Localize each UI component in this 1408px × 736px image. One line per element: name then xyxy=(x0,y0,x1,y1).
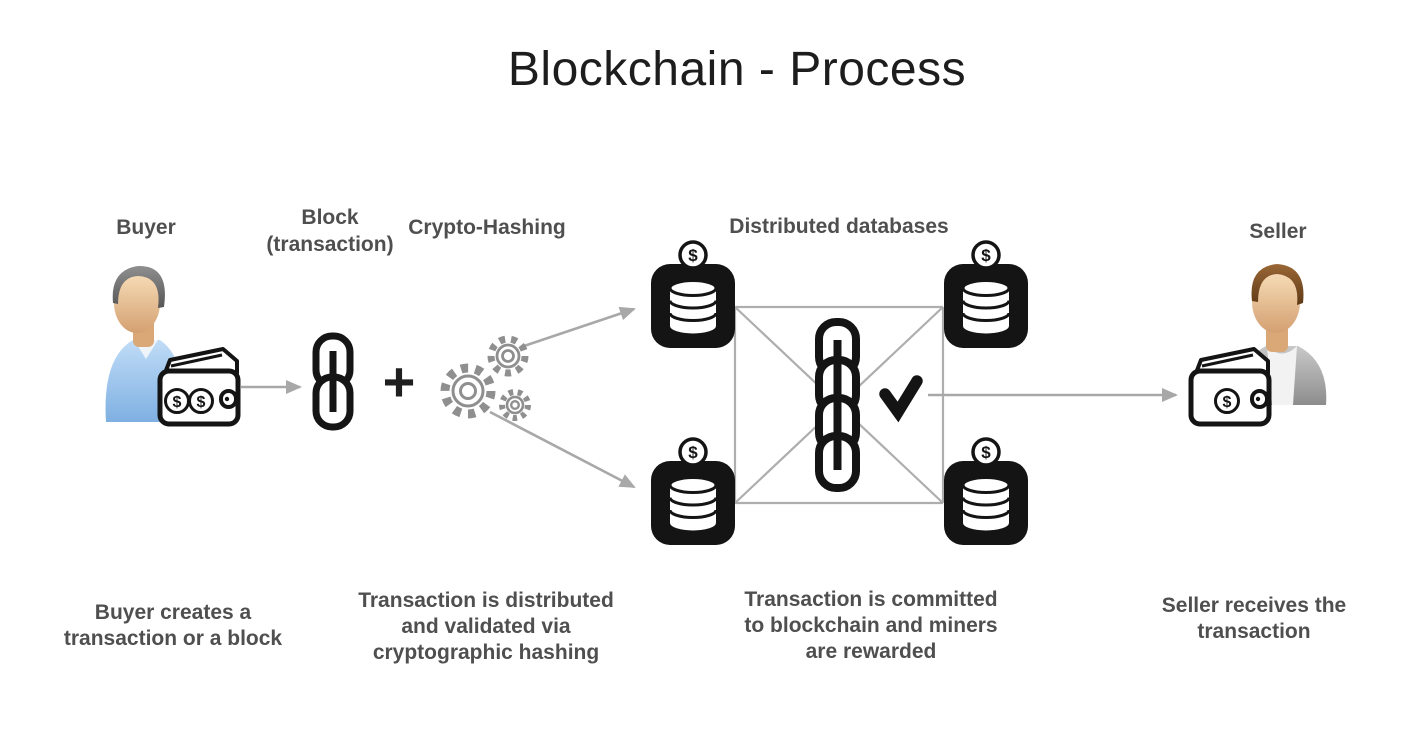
page-title: Blockchain - Process xyxy=(507,43,967,96)
database-node-top-right: $ xyxy=(944,240,1028,348)
database-node-bottom-left: $ xyxy=(651,437,735,545)
caption-commit-line3: are rewarded xyxy=(805,640,937,663)
label-block: Block (transaction) xyxy=(266,204,393,258)
dollar-sign: $ xyxy=(981,443,991,462)
label-block-line1: Block xyxy=(301,206,359,229)
caption-seller-line2: transaction xyxy=(1197,620,1311,643)
caption-buyer-line1: Buyer creates a xyxy=(94,601,252,624)
gear-small xyxy=(499,389,531,421)
caption-hashing-line3: cryptographic hashing xyxy=(372,641,600,664)
label-block-line2: (transaction) xyxy=(266,233,394,256)
database-node-bottom-right: $ xyxy=(944,437,1028,545)
dollar-sign: $ xyxy=(981,246,991,265)
arrow-hash-to-db-bottom xyxy=(489,410,636,489)
caption-hashing-line1: Transaction is distributed xyxy=(358,589,614,612)
gear-large xyxy=(440,363,496,419)
checkmark-icon xyxy=(879,375,923,423)
blockchain-chain-icon xyxy=(815,318,860,492)
dollar-coin-badge xyxy=(971,240,1001,270)
plus-sign: + xyxy=(382,350,416,413)
dollar-coin xyxy=(188,388,214,414)
block-transaction-link-icon xyxy=(312,332,354,431)
gear-top xyxy=(487,335,529,377)
dollar-coin xyxy=(1214,388,1240,414)
label-buyer: Buyer xyxy=(116,216,176,239)
dollar-coin-badge xyxy=(971,437,1001,467)
dollar-sign: $ xyxy=(197,394,206,411)
dollar-coin-badge xyxy=(678,437,708,467)
caption-commit-line1: Transaction is committed xyxy=(744,588,998,611)
database-node-top-left: $ xyxy=(651,240,735,348)
caption-buyer: Buyer creates a transaction or a block xyxy=(64,600,282,652)
flow-arrows xyxy=(241,306,1178,489)
caption-hashing-line2: and validated via xyxy=(401,615,571,638)
label-distributed-databases: Distributed databases xyxy=(729,215,949,238)
caption-commit: Transaction is committed to blockchain a… xyxy=(744,587,997,665)
dollar-sign: $ xyxy=(688,443,698,462)
caption-commit-line2: to blockchain and miners xyxy=(744,614,998,637)
dollar-sign: $ xyxy=(688,246,698,265)
label-crypto-hashing: Crypto-Hashing xyxy=(408,216,566,239)
caption-hashing: Transaction is distributed and validated… xyxy=(358,588,614,666)
dollar-sign: $ xyxy=(173,394,182,411)
arrow-hash-to-db-top xyxy=(523,306,636,348)
buyer-wallet-icon: $ $ xyxy=(157,347,241,427)
caption-seller-line1: Seller receives the xyxy=(1161,594,1347,617)
seller-wallet-icon: $ xyxy=(1188,347,1272,427)
label-seller: Seller xyxy=(1249,220,1307,243)
dollar-sign: $ xyxy=(1223,394,1232,411)
gears-icon xyxy=(440,335,531,421)
caption-seller: Seller receives the transaction xyxy=(1162,593,1346,645)
caption-buyer-line2: transaction or a block xyxy=(63,627,283,650)
dollar-coin-badge xyxy=(678,240,708,270)
